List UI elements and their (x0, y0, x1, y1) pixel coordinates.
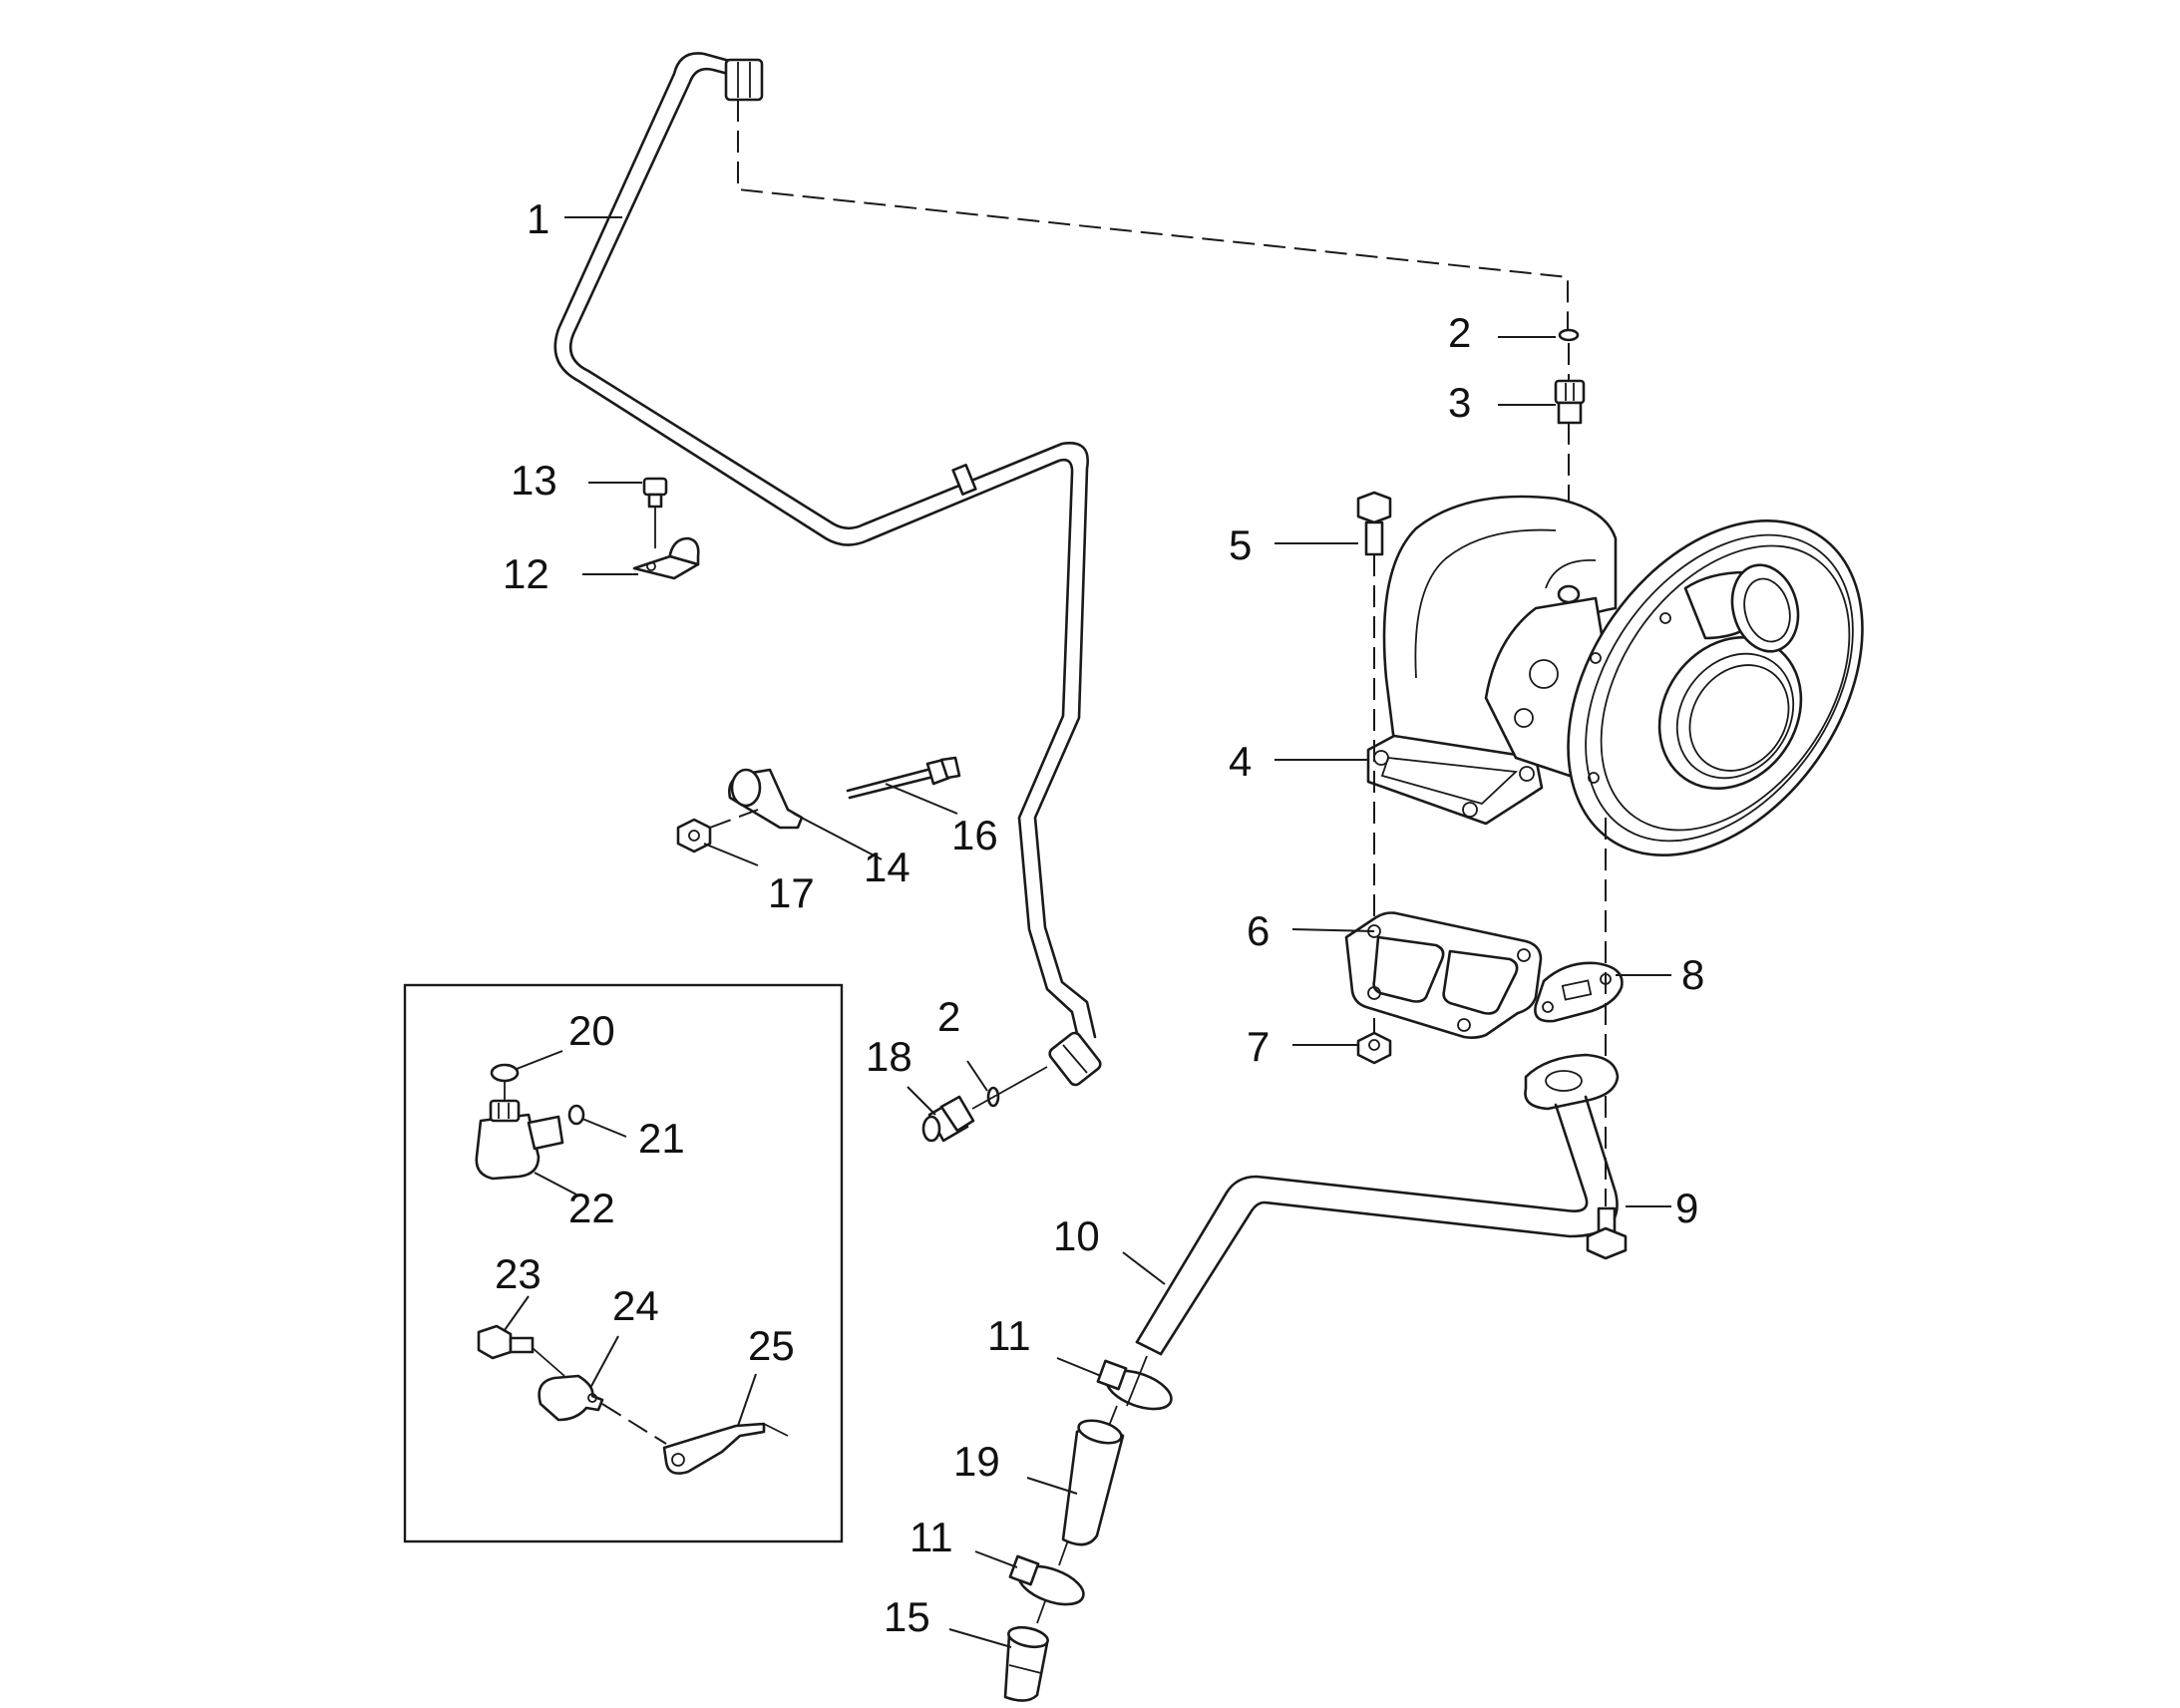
tube-clip-bracket (632, 536, 700, 580)
callout-11-lower: 11 (909, 1514, 953, 1560)
callout-16: 16 (951, 812, 998, 858)
callout-17: 17 (768, 869, 815, 916)
sealing-washer-upper (1558, 328, 1580, 342)
callout-25: 25 (748, 1322, 795, 1369)
callout-10: 10 (1053, 1212, 1100, 1259)
callout-19: 19 (953, 1438, 1000, 1485)
callout-24: 24 (612, 1282, 659, 1329)
callout-13: 13 (511, 457, 557, 504)
callout-2-lower: 2 (937, 993, 960, 1040)
callout-7: 7 (1247, 1023, 1270, 1070)
p-clip (728, 768, 804, 830)
inset-detail-box (403, 983, 844, 1543)
callout-23: 23 (495, 1250, 542, 1297)
callout-3: 3 (1448, 379, 1471, 426)
callout-8: 8 (1681, 951, 1704, 998)
oil-feed-tube (553, 52, 1102, 1087)
callout-18: 18 (866, 1033, 912, 1080)
callout-9: 9 (1675, 1185, 1698, 1231)
hose-clamp-upper (1096, 1359, 1173, 1411)
long-bolt (846, 756, 961, 800)
callout-1: 1 (527, 195, 549, 242)
turbocharger (1366, 495, 1864, 856)
flange-nut (1356, 1031, 1392, 1065)
callout-11-upper: 11 (987, 1312, 1031, 1359)
hose-clamp-lower (1008, 1554, 1085, 1606)
clip-bolt (642, 477, 668, 509)
callout-2-upper: 2 (1448, 309, 1471, 356)
drain-tube-adapter (1003, 1625, 1049, 1702)
drain-hose (1061, 1419, 1125, 1546)
callout-numbers: 1 2 3 5 4 6 7 8 9 10 11 11 12 13 14 16 1… (495, 195, 1704, 1640)
callout-22: 22 (568, 1185, 615, 1231)
small-washer (567, 1104, 585, 1126)
inset-clamp (538, 1374, 604, 1422)
o-ring (490, 1063, 520, 1083)
hex-nut (676, 818, 712, 854)
callout-6: 6 (1247, 907, 1270, 954)
oil-drain-tube (1135, 1053, 1620, 1356)
inset-bracket (662, 1422, 789, 1475)
turbo-inlet-fitting (1554, 379, 1586, 425)
inset-bolt (477, 1324, 535, 1360)
leader-lines (504, 216, 1671, 1648)
callout-4: 4 (1229, 738, 1252, 785)
callout-15: 15 (884, 1593, 930, 1640)
elbow-fitting (475, 1099, 564, 1181)
callout-12: 12 (503, 550, 549, 597)
turbine-flange-gasket (1344, 911, 1543, 1039)
tube-nut-bottom (1048, 1031, 1102, 1087)
tube-connector-fitting (921, 1095, 975, 1143)
drain-flange-bolt (1586, 1206, 1628, 1260)
callout-20: 20 (568, 1007, 615, 1054)
callout-5: 5 (1229, 521, 1252, 568)
callout-14: 14 (864, 844, 910, 890)
tube-nut-top (724, 58, 764, 102)
mounting-stud (1356, 491, 1392, 556)
callout-21: 21 (638, 1115, 685, 1162)
drain-gasket (1534, 961, 1624, 1023)
